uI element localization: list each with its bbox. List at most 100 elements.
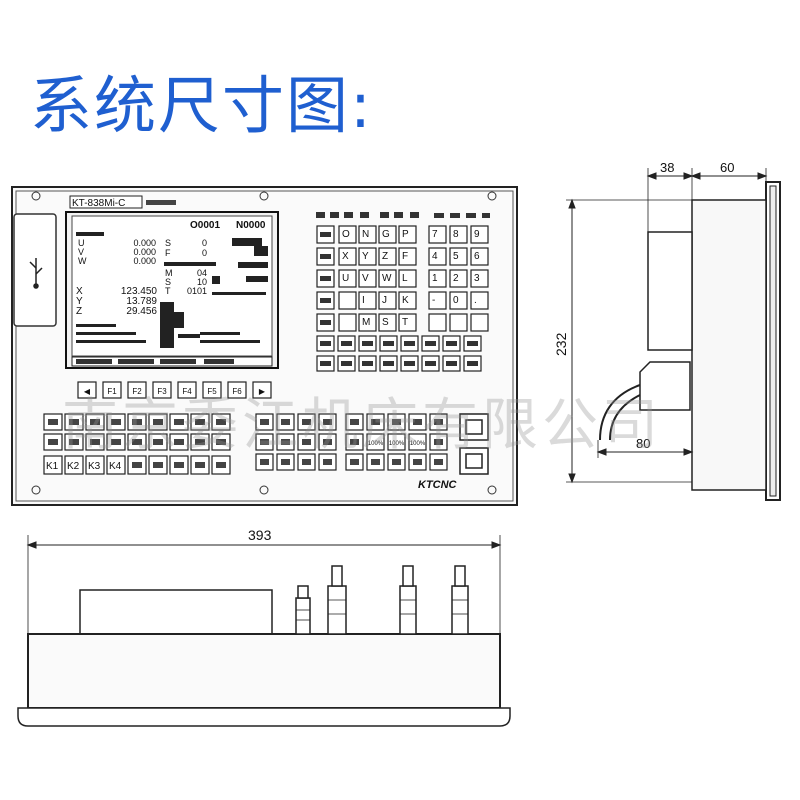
dim-width: 393: [248, 527, 272, 543]
softkey-button[interactable]: [152, 381, 172, 399]
dim-height: 232: [553, 332, 569, 356]
keypad-key-label: P: [402, 229, 409, 240]
keypad-key[interactable]: [470, 313, 489, 332]
keypad-key[interactable]: [428, 225, 447, 244]
keypad-key-label: 5: [453, 251, 459, 262]
keypad-key-label: K: [402, 295, 409, 306]
keypad-key[interactable]: [398, 247, 417, 266]
keypad-key-label: G: [382, 229, 390, 240]
param-value: 10: [197, 277, 207, 287]
cycle-start-button[interactable]: [459, 413, 489, 441]
override-keys: 100%100%100%: [366, 433, 427, 451]
keypad-key[interactable]: [378, 225, 397, 244]
softkey-button[interactable]: [127, 381, 147, 399]
softkey-button[interactable]: [202, 381, 222, 399]
axis-value: 0.000: [133, 247, 156, 257]
keypad-key[interactable]: [398, 225, 417, 244]
softkey-button[interactable]: [177, 381, 197, 399]
keypad-key[interactable]: [358, 269, 377, 288]
k-key[interactable]: [85, 455, 105, 475]
keypad-key[interactable]: [358, 247, 377, 266]
k-key[interactable]: [64, 455, 84, 475]
keypad-key[interactable]: [470, 269, 489, 288]
keypad-key[interactable]: [378, 269, 397, 288]
keypad-key[interactable]: [428, 247, 447, 266]
keypad-key[interactable]: [398, 291, 417, 310]
axis-name: V: [78, 247, 84, 257]
keypad-key-label: I: [362, 295, 365, 306]
keypad-key[interactable]: [358, 313, 377, 332]
axis-value: 0.000: [133, 238, 156, 248]
keypad-key[interactable]: [428, 313, 447, 332]
keypad-key[interactable]: [398, 313, 417, 332]
keypad-key-label: -: [432, 295, 435, 306]
keypad-key[interactable]: [449, 269, 468, 288]
keypad-key[interactable]: [338, 291, 357, 310]
keypad-key[interactable]: [449, 247, 468, 266]
usb-icon: [29, 258, 43, 289]
keypad-key[interactable]: [358, 291, 377, 310]
keypad-key-label: 4: [432, 251, 438, 262]
keypad-key-label: W: [382, 273, 392, 284]
softkey-label: F3: [157, 387, 167, 396]
sequence-number: N0000: [236, 220, 266, 231]
param-value: 0101: [187, 286, 207, 296]
keypad-key-label: 3: [474, 273, 480, 284]
k-key[interactable]: [106, 455, 126, 475]
keypad-key-label: 9: [474, 229, 480, 240]
param-value: 04: [197, 268, 207, 278]
page-title: 系统尺寸图:: [30, 69, 373, 142]
percent-key[interactable]: [387, 433, 406, 451]
keypad-key[interactable]: [428, 269, 447, 288]
keypad-key[interactable]: [449, 225, 468, 244]
keypad-key-label: M: [362, 317, 370, 328]
softkey-label: F1: [107, 387, 117, 396]
percent-key[interactable]: [366, 433, 385, 451]
keypad-key[interactable]: [449, 313, 468, 332]
keypad-key[interactable]: [338, 247, 357, 266]
softkey-button[interactable]: [252, 381, 272, 399]
axis-value: 0.000: [133, 256, 156, 266]
k-key[interactable]: [43, 455, 63, 475]
softkey-button[interactable]: [77, 381, 97, 399]
keypad-key-label: S: [382, 317, 389, 328]
softkey-label: F4: [182, 387, 192, 396]
keypad-key-label: 6: [474, 251, 480, 262]
axis-name: U: [78, 238, 85, 248]
percent-key[interactable]: [408, 433, 427, 451]
softkey-label: ▶: [259, 387, 266, 396]
keypad-key-label: U: [342, 273, 349, 284]
mode-keys: [43, 413, 448, 471]
keypad-key[interactable]: [338, 313, 357, 332]
softkey-button[interactable]: [102, 381, 122, 399]
keypad-key[interactable]: [398, 269, 417, 288]
dim-depth-a: 38: [660, 160, 674, 175]
softkey-button[interactable]: [227, 381, 247, 399]
keypad-key[interactable]: [470, 225, 489, 244]
keypad-key[interactable]: [470, 247, 489, 266]
keypad-key[interactable]: [378, 247, 397, 266]
brand-logo: KTCNC: [418, 479, 458, 491]
coord-name: Z: [76, 306, 82, 317]
keypad-key[interactable]: [378, 313, 397, 332]
keypad-key-label: F: [402, 251, 408, 262]
param-name: S: [165, 238, 171, 248]
k-key-label: K1: [46, 461, 59, 472]
side-view: [566, 168, 781, 501]
program-number: O0001: [190, 220, 220, 231]
percent-key-label: 100%: [389, 441, 405, 447]
param-name: S: [165, 277, 171, 287]
percent-key-label: 100%: [410, 441, 426, 447]
keypad-key[interactable]: [358, 225, 377, 244]
keypad-key[interactable]: [428, 291, 447, 310]
keypad-key[interactable]: [378, 291, 397, 310]
keypad-key[interactable]: [470, 291, 489, 310]
feed-hold-button[interactable]: [459, 447, 489, 475]
keypad-key[interactable]: [449, 291, 468, 310]
keypad-key-label: T: [402, 317, 408, 328]
keypad-key[interactable]: [338, 269, 357, 288]
keypad-key-label: 7: [432, 229, 438, 240]
keypad-key[interactable]: [338, 225, 357, 244]
keypad-key-label: O: [342, 229, 350, 240]
